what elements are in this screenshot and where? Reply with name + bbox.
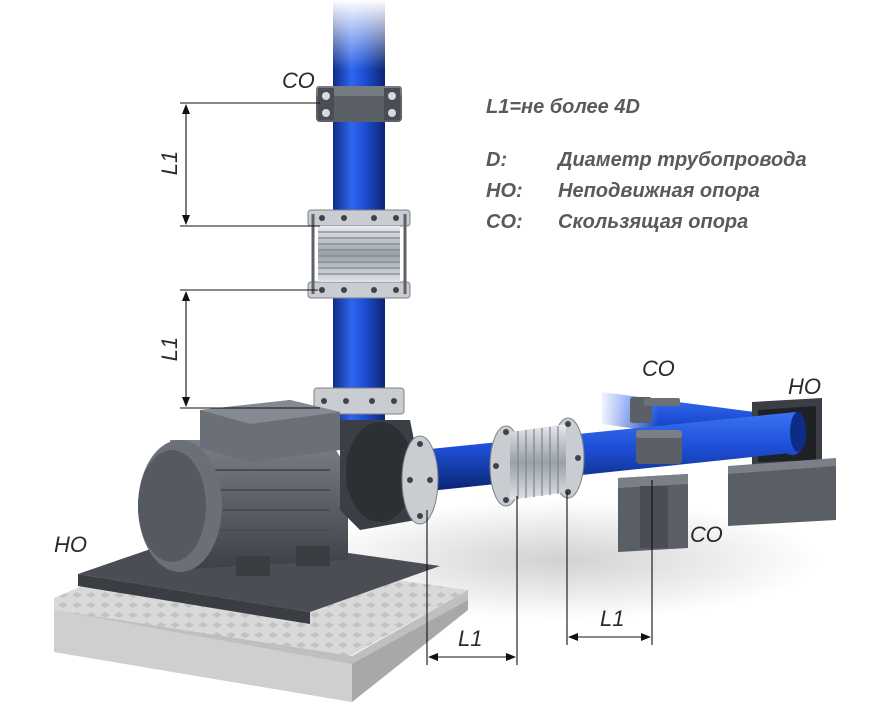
legend-text: Неподвижная опора [558, 180, 760, 202]
label-l1-vertical-bottom: L1 [157, 336, 183, 362]
label-co-right-bottom: СО [690, 522, 723, 547]
legend-abbr: D: [486, 149, 508, 171]
vertical-bellows-compensator [307, 209, 411, 299]
sliding-support-stand [618, 430, 688, 552]
legend: L1=не более 4D D: Диаметр трубопровода Н… [486, 96, 807, 238]
legend-row: D: Диаметр трубопровода [486, 145, 807, 176]
label-co-top: СО [282, 68, 315, 93]
dimension-arrows [182, 104, 651, 661]
legend-abbr: СО: [486, 211, 523, 233]
legend-text: Скользящая опора [558, 211, 749, 233]
label-l1-horizontal-right: L1 [600, 606, 625, 631]
label-co-right-top: СО [642, 356, 675, 381]
label-l1-horizontal-left: L1 [458, 626, 483, 651]
label-l1-vertical-top: L1 [157, 150, 183, 176]
legend-text: Диаметр трубопровода [558, 149, 807, 171]
legend-row: НО: Неподвижная опора [486, 176, 807, 207]
legend-formula: L1=не более 4D [486, 96, 640, 118]
dimension-lines [180, 102, 653, 665]
sliding-support-top [316, 86, 402, 122]
legend-abbr: НО: [486, 180, 523, 202]
label-ho-right: НО [788, 374, 821, 399]
label-ho-left: НО [54, 532, 87, 557]
vertical-lower-flange [313, 387, 405, 415]
horizontal-bellows-compensator [489, 417, 585, 507]
pump-motor [138, 400, 439, 576]
legend-row: СО: Скользящая опора [486, 207, 807, 238]
